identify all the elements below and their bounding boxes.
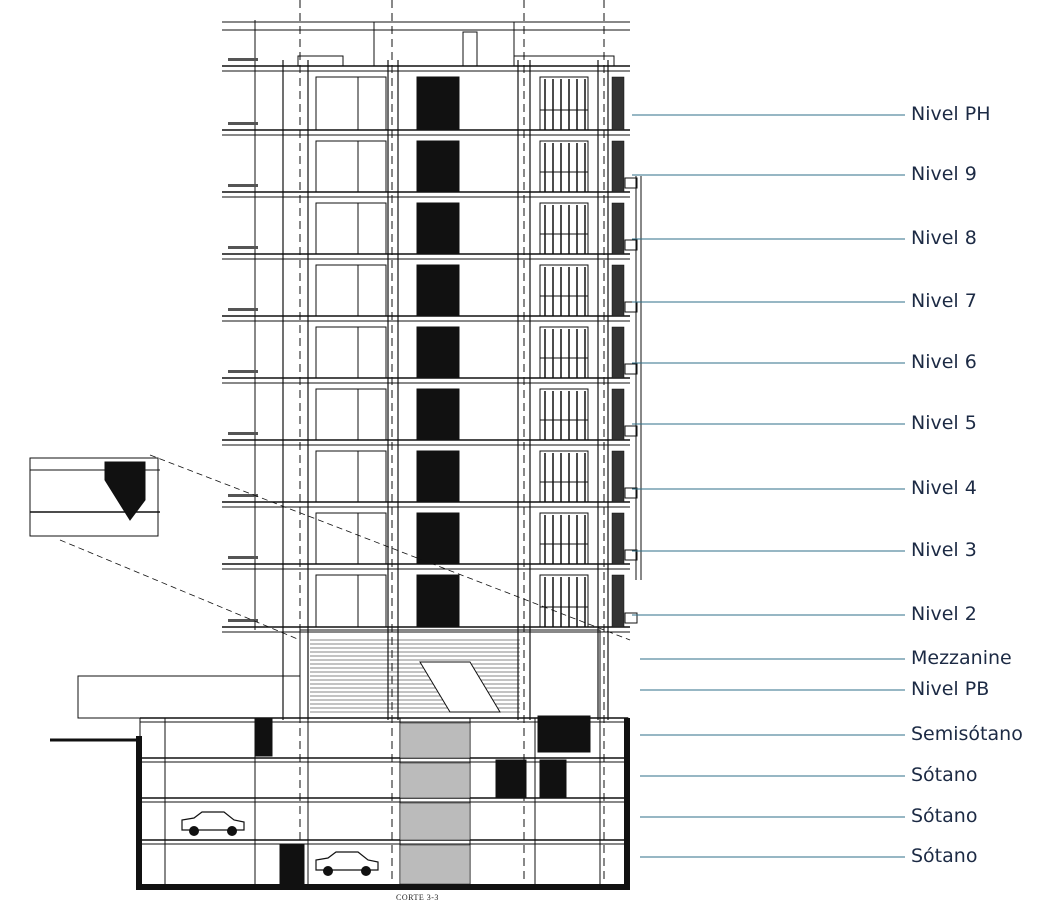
level-tag — [228, 432, 258, 435]
level-label: Nivel 6 — [911, 351, 977, 373]
perforated-panel — [399, 762, 471, 799]
balcony-rail — [624, 487, 638, 499]
foundation-slab — [136, 884, 630, 890]
facade-louver — [539, 326, 589, 379]
perforated-panel — [399, 722, 471, 759]
detail-callout — [59, 539, 301, 641]
level-label: Semisótano — [911, 723, 1023, 745]
facade-panel — [611, 76, 625, 131]
ramp — [419, 661, 501, 713]
level-label: Nivel 4 — [911, 477, 977, 499]
facade-louver — [539, 76, 589, 131]
level-label: Nivel 9 — [911, 163, 977, 185]
facade-louver — [539, 450, 589, 503]
window-panel — [315, 512, 387, 565]
stair-core — [416, 140, 460, 193]
level-tag — [228, 494, 258, 497]
car-icon-wheel — [189, 826, 199, 836]
facade-panel — [611, 140, 625, 193]
roof-railing — [513, 55, 615, 67]
level-label: Nivel 8 — [911, 227, 977, 249]
level-label: Nivel 3 — [911, 539, 977, 561]
facade-panel — [611, 512, 625, 565]
balcony-rail — [624, 612, 638, 624]
retaining-wall — [624, 718, 630, 888]
level-tag — [228, 370, 258, 373]
perforated-panel — [399, 844, 471, 885]
facade-louver — [539, 388, 589, 441]
window-panel — [315, 574, 387, 628]
dark-block — [495, 759, 527, 799]
level-label: Nivel PB — [911, 678, 990, 700]
balcony-rail — [624, 239, 638, 251]
level-label: Mezzanine — [911, 647, 1012, 669]
level-label: Sótano — [911, 805, 978, 827]
car-icon — [315, 851, 379, 871]
car-icon-wheel — [227, 826, 237, 836]
facade-panel — [611, 388, 625, 441]
level-label: Sótano — [911, 764, 978, 786]
stair-core — [416, 388, 460, 441]
roof-railing — [297, 55, 344, 67]
balcony-rail — [624, 177, 638, 189]
window-panel — [315, 264, 387, 317]
section-caption: CORTE 3-3 — [396, 893, 439, 902]
window-panel — [315, 140, 387, 193]
retaining-wall — [136, 736, 142, 886]
roof-structure — [373, 21, 515, 67]
car-icon-wheel — [323, 866, 333, 876]
car-icon-wheel — [361, 866, 371, 876]
level-label: Nivel 2 — [911, 603, 977, 625]
level-label: Sótano — [911, 845, 978, 867]
balcony-rail — [624, 549, 638, 561]
stair-core — [416, 326, 460, 379]
facade-louver — [539, 264, 589, 317]
stair-core — [416, 76, 460, 131]
stair-core — [416, 574, 460, 628]
stair-core — [416, 450, 460, 503]
balcony-rail — [624, 363, 638, 375]
facade-panel — [611, 450, 625, 503]
level-label: Nivel 7 — [911, 290, 977, 312]
level-tag — [228, 246, 258, 249]
perforated-panel — [399, 802, 471, 841]
balcony-rail — [624, 425, 638, 437]
facade-louver — [539, 512, 589, 565]
facade-panel — [611, 264, 625, 317]
facade-louver — [539, 574, 589, 628]
window-panel — [315, 450, 387, 503]
window-panel — [315, 202, 387, 255]
level-label: Nivel PH — [911, 103, 991, 125]
level-label: Nivel 5 — [911, 412, 977, 434]
level-tag — [228, 58, 258, 61]
level-tag — [228, 556, 258, 559]
car-icon — [181, 811, 245, 831]
facade-louver — [539, 202, 589, 255]
dark-block — [539, 759, 567, 799]
detail-beam — [104, 461, 146, 521]
detail-inset — [29, 457, 159, 537]
level-tag — [228, 308, 258, 311]
window-panel — [315, 388, 387, 441]
window-panel — [315, 76, 387, 131]
dark-block — [279, 843, 305, 885]
facade-panel — [611, 202, 625, 255]
facade-panel — [611, 574, 625, 628]
balcony-rail — [624, 301, 638, 313]
facade-louver — [539, 140, 589, 193]
roof-door — [462, 31, 478, 67]
level-tag — [228, 619, 258, 622]
dark-block — [255, 717, 273, 757]
level-tag — [228, 184, 258, 187]
stair-core — [416, 264, 460, 317]
terrace-wall — [77, 675, 301, 719]
facade-panel — [611, 326, 625, 379]
level-tag — [228, 122, 258, 125]
stair-core — [416, 512, 460, 565]
detail-callout — [149, 454, 631, 641]
dark-block — [537, 715, 591, 753]
window-panel — [315, 326, 387, 379]
stair-core — [416, 202, 460, 255]
